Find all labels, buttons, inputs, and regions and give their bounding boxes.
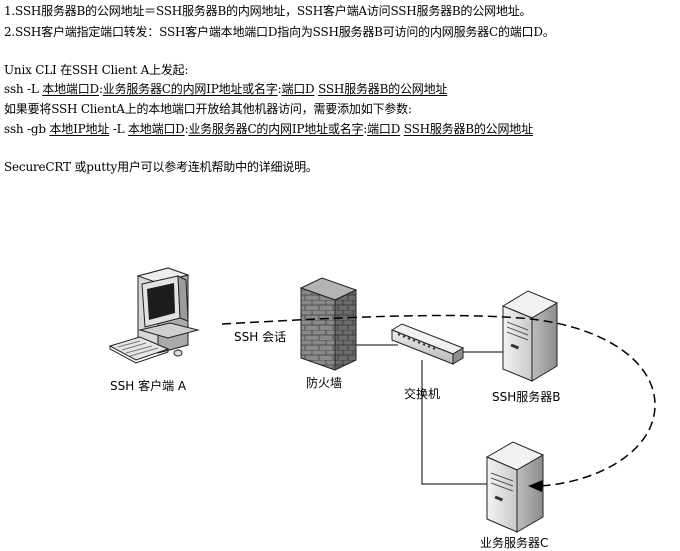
cmd2-sep: :	[363, 122, 368, 136]
cmd2-prefix: ssh -gb	[4, 122, 50, 136]
cmd-prefix: ssh -L	[4, 82, 43, 96]
intro-line-2: 2.SSH客户端指定端口转发：SSH客户端本地端口D指向为SSH服务器B可访问的…	[4, 25, 555, 39]
client-computer-icon	[108, 267, 200, 364]
business-server-c-icon	[485, 441, 545, 533]
cmd2-target-port: 端口D	[367, 122, 401, 136]
firewall-label: 防火墙	[306, 376, 343, 390]
cmd-server-address: SSH服务器B的公网地址	[318, 82, 448, 96]
securecrt-note: SecureCRT 或putty用户可以参考连机帮助中的详细说明。	[4, 160, 318, 174]
ssh-command-line: ssh -L 本地端口D:业务服务器C的内网IP地址或名字:端口D SSH服务器…	[4, 82, 447, 96]
cmd-target-host: 业务服务器C的内网IP地址或名字	[102, 82, 278, 96]
network-links	[355, 344, 505, 485]
unix-cli-heading: Unix CLI 在SSH Client A上发起:	[4, 63, 189, 77]
cmd-sep: :	[277, 82, 282, 96]
open-port-note: 如果要将SSH ClientA上的本地端口开放给其他机器访问，需要添加如下参数:	[4, 102, 412, 116]
cmd-local-port: 本地端口D	[42, 82, 99, 96]
ssh-session-path	[221, 314, 656, 487]
ssh-server-b-icon	[501, 290, 559, 382]
cmd2-server-address: SSH服务器B的公网地址	[403, 122, 533, 136]
switch-label: 交换机	[404, 387, 441, 401]
server-b-label: SSH服务器B	[492, 390, 561, 404]
intro-line-1: 1.SSH服务器B的公网地址＝SSH服务器B的内网地址，SSH客户端A访问SSH…	[4, 4, 532, 18]
cmd-sep: :	[98, 82, 103, 96]
client-label: SSH 客户端 A	[110, 379, 187, 393]
cmd2-sep: :	[184, 122, 189, 136]
cmd2-local-ip: 本地IP地址	[49, 122, 110, 136]
ssh-session-label: SSH 会话	[232, 328, 289, 345]
switch-icon	[390, 323, 465, 365]
cmd2-l-flag: -L	[109, 122, 128, 136]
link-switch-serverc	[421, 360, 492, 485]
firewall-icon	[299, 277, 358, 371]
session-arrow-icon	[528, 480, 543, 492]
server-c-label: 业务服务器C	[480, 536, 549, 550]
ssh-gb-command-line: ssh -gb 本地IP地址 -L 本地端口D:业务服务器C的内网IP地址或名字…	[4, 122, 533, 136]
cmd-target-port: 端口D	[281, 82, 315, 96]
cmd2-target-host: 业务服务器C的内网IP地址或名字	[188, 122, 364, 136]
cmd2-local-port: 本地端口D	[127, 122, 185, 136]
